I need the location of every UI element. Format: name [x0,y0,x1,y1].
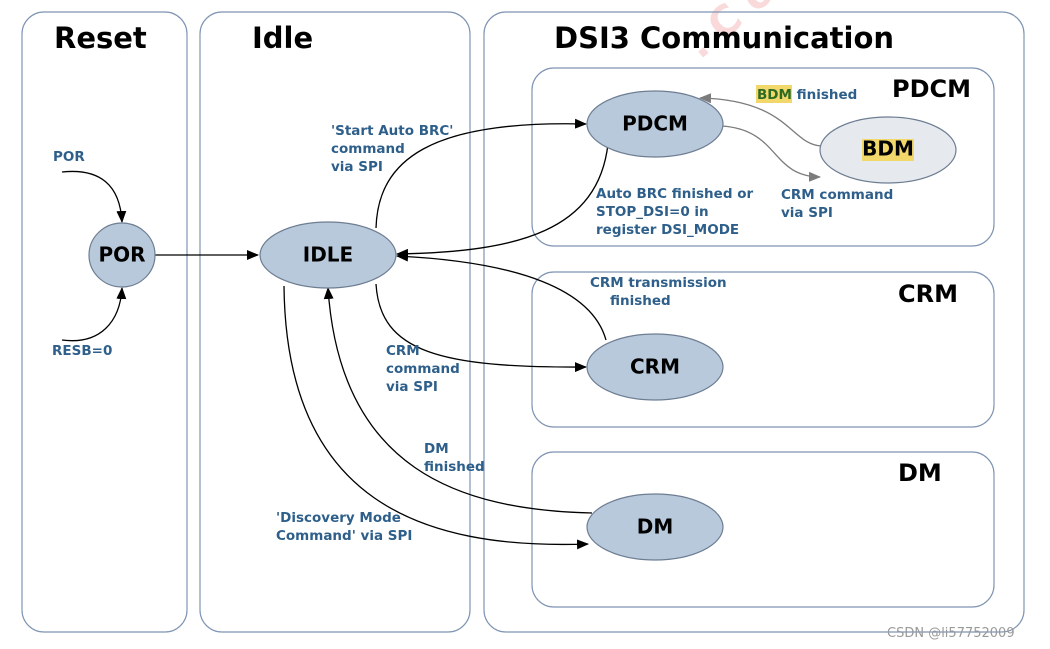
idle-to-pdcm-arrow [375,118,587,229]
bdm-state-label: BDM [862,137,914,161]
idle-title: Idle [252,21,313,55]
pdcm-state-label: PDCM [622,112,688,136]
discovery-mode-label: 'Discovery Mode Command' via SPI [276,510,412,544]
crm-command-bdm-label: CRM command via SPI [781,187,898,221]
bdm-highlight [862,139,914,161]
por-state: POR [88,222,156,288]
idle-state-label: IDLE [303,243,353,267]
por-input-arrow [61,170,127,223]
reset-title: Reset [54,21,147,55]
dm-to-idle-arrow [323,287,593,514]
por-input-label: POR [53,149,85,165]
dsi3-title: DSI3 Communication [554,21,894,55]
pdcm-state: PDCM [586,90,724,158]
resb-input-arrow [61,287,127,342]
crm-panel-title: CRM [898,280,958,308]
pdcm-panel-title: PDCM [892,75,971,103]
dm-state-label: DM [637,515,674,539]
crm-state: CRM [586,333,724,401]
dm-panel-title: DM [898,459,942,487]
idle-panel [199,11,471,633]
crm-state-label: CRM [630,355,680,379]
bdm-finished-highlight [756,85,792,103]
idle-to-crm-arrow [375,283,587,373]
dsi3-panel [483,11,1025,633]
watermark: CSDN @li57752009 [887,626,1015,641]
crm-panel [531,271,995,428]
idle-state: IDLE [259,221,397,289]
dm-state: DM [586,493,724,561]
idle-to-dm-arrow [283,285,589,550]
dm-finished-label: DM finished [424,441,485,475]
crm-to-idle-arrow [396,251,607,341]
dm-panel [531,451,995,608]
pdcm-to-idle-arrow [396,143,609,259]
crm-transmission-finished-label: CRM transmission finished [590,275,731,309]
auto-brc-finished-label: Auto BRC finished or STOP_DSI=0 in regis… [596,186,758,238]
bdm-to-pdcm-arrow [699,93,823,147]
pdcm-to-bdm-arrow [721,125,821,182]
reset-panel [21,11,188,633]
pdcm-panel [531,67,995,247]
resb-input-label: RESB=0 [52,343,112,359]
bdm-state: BDM [819,116,957,184]
por-state-label: POR [98,243,145,267]
crm-command-label: CRM command via SPI [386,343,465,395]
start-auto-brc-label: 'Start Auto BRC' command via SPI [331,123,458,175]
bdm-finished-label: BDM finished [757,87,857,103]
